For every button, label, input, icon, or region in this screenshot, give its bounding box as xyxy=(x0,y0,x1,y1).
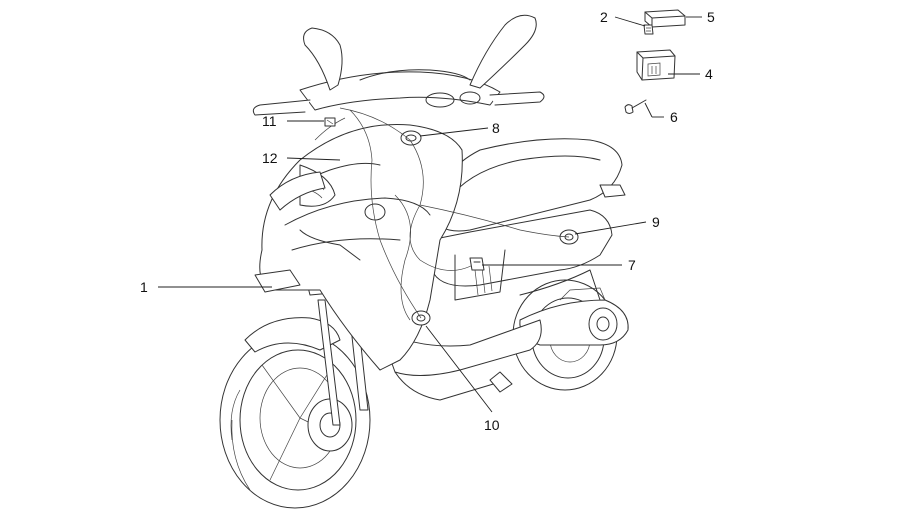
callout-11: 11 xyxy=(262,113,277,129)
part-6-screw xyxy=(624,104,634,114)
callout-10: 10 xyxy=(484,417,500,433)
part-2-fuse xyxy=(643,24,654,35)
part-5-cover xyxy=(644,9,686,28)
callout-4: 4 xyxy=(705,66,713,82)
callout-6: 6 xyxy=(670,109,678,125)
callout-labels: 1 2 4 5 6 7 8 9 10 11 12 xyxy=(140,9,715,433)
front-wheel xyxy=(219,331,371,509)
callout-8: 8 xyxy=(492,120,500,136)
engine-swingarm xyxy=(519,287,629,346)
callout-2: 2 xyxy=(600,9,608,25)
callout-1: 1 xyxy=(140,279,148,295)
leader-lines xyxy=(158,16,702,413)
wire-harness xyxy=(314,107,570,319)
exploded-parts xyxy=(624,9,686,114)
handlebar xyxy=(252,14,545,116)
stand xyxy=(489,371,513,393)
floorboard xyxy=(379,319,542,401)
callout-5: 5 xyxy=(707,9,715,25)
front-fender xyxy=(244,317,341,353)
connector-part-11 xyxy=(324,117,336,127)
headlight xyxy=(269,171,386,221)
callout-7: 7 xyxy=(628,257,636,273)
scooter-illustration xyxy=(219,14,629,509)
clip-part-7 xyxy=(469,257,485,271)
callout-12: 12 xyxy=(262,150,278,166)
callout-9: 9 xyxy=(652,214,660,230)
